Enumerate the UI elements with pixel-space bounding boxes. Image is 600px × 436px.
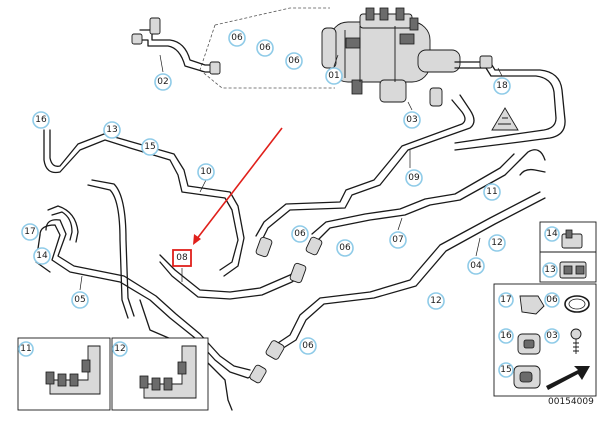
callout-label: 16 [35,115,47,125]
callout-label: 04 [470,261,482,271]
hose-part-02[interactable] [131,17,221,75]
callout-label: 17 [500,295,511,305]
callout-label: 06 [294,229,306,239]
callout-c12b[interactable]: 12 [427,292,445,310]
exploded-view-frame [199,7,335,89]
callout-label: 03 [406,115,417,125]
callout-r17[interactable]: 17 [498,292,514,308]
diagram-id: 00154009 [548,397,594,407]
callout-c08[interactable]: 08 [172,249,192,267]
callout-label: 06 [288,56,300,66]
arrow-icon [546,366,590,390]
callout-c02[interactable]: 02 [154,73,172,91]
highlight-arrow [193,127,283,245]
callout-label: 12 [114,344,125,354]
callout-markers: 01 02 03 04 05 06 06 06 06 06 06 07 08 09 10 11 12 12 13 14… [18,29,560,378]
callout-c17[interactable]: 17 [21,223,39,241]
callout-label: 11 [20,344,31,354]
callout-label: 09 [408,173,420,183]
callout-c11[interactable]: 11 [483,183,501,201]
callout-label: 08 [176,253,188,263]
callout-c13[interactable]: 13 [103,121,121,139]
callout-i11[interactable]: 11 [18,341,34,357]
callout-c03[interactable]: 03 [403,111,421,129]
hose-part-09[interactable] [255,94,475,258]
callout-r16[interactable]: 16 [498,328,514,344]
callout-c06e[interactable]: 06 [336,239,354,257]
grommet-part-16[interactable] [517,333,541,355]
callout-label: 06 [339,243,351,253]
callout-label: 01 [328,71,339,81]
callout-c06f[interactable]: 06 [299,337,317,355]
callout-label: 10 [200,167,212,177]
callout-c06a[interactable]: 06 [228,29,246,47]
callout-label: 11 [486,187,497,197]
callout-c16[interactable]: 16 [32,111,50,129]
callout-c06d[interactable]: 06 [291,225,309,243]
callout-label: 03 [546,331,557,341]
callout-r03[interactable]: 03 [544,328,560,344]
callout-label: 06 [231,33,243,43]
callout-c18[interactable]: 18 [493,77,511,95]
callout-label: 13 [106,125,117,135]
callout-c01[interactable]: 01 [325,67,343,85]
callout-label: 15 [144,142,155,152]
callout-c15[interactable]: 15 [141,138,159,156]
hose-part-08[interactable] [87,179,307,319]
pump-assembly[interactable] [321,7,461,107]
callout-label: 02 [157,77,168,87]
leader-lines [79,54,503,291]
hose-part-10[interactable] [43,129,245,277]
hose-part-07[interactable] [305,149,546,256]
callout-c04[interactable]: 04 [467,257,485,275]
callout-label: 07 [392,235,403,245]
callout-r15[interactable]: 15 [498,362,514,378]
callout-c07[interactable]: 07 [389,231,407,249]
callout-i12[interactable]: 12 [112,341,128,357]
clip-part-14[interactable] [561,229,583,249]
callout-label: 13 [544,265,555,275]
callout-r06[interactable]: 06 [544,292,560,308]
clip-part-13[interactable] [559,261,587,279]
callout-c06b[interactable]: 06 [256,39,274,57]
callout-c10[interactable]: 10 [197,163,215,181]
callout-c09[interactable]: 09 [405,169,423,187]
callout-c05[interactable]: 05 [71,291,89,309]
grommet-part-15[interactable] [513,365,541,389]
hose-part-05[interactable] [35,205,267,411]
callout-label: 14 [36,251,48,261]
callout-label: 17 [24,227,35,237]
callout-label: 12 [430,296,441,306]
callout-label: 14 [546,229,558,239]
bracket-part-17[interactable] [519,295,545,315]
callout-label: 15 [500,365,511,375]
screw-part-03[interactable] [570,328,582,354]
callout-r14[interactable]: 14 [544,226,560,242]
callout-label: 06 [302,341,314,351]
callout-label: 18 [496,81,508,91]
hose-part-18[interactable] [454,55,566,151]
callout-c12a[interactable]: 12 [488,234,506,252]
callout-label: 05 [74,295,85,305]
callout-r13[interactable]: 13 [542,262,558,278]
inset-box-12[interactable] [111,337,209,411]
hose-clamp-06[interactable] [564,295,590,313]
callout-label: 06 [259,43,271,53]
callout-c14[interactable]: 14 [33,247,51,265]
callout-label: 06 [546,295,558,305]
callout-c06c[interactable]: 06 [285,52,303,70]
callout-label: 12 [491,238,502,248]
hose-part-04[interactable] [265,168,546,361]
callout-label: 16 [500,331,512,341]
